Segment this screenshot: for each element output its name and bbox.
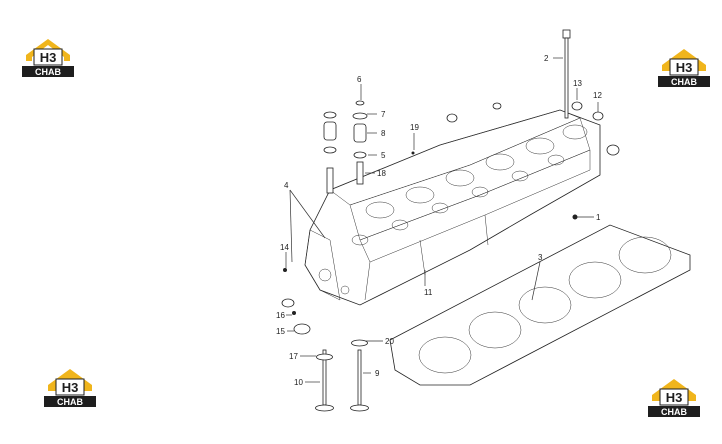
- brand-logo-top-right: H3 CHAB: [656, 45, 712, 89]
- callout-13: 13: [573, 79, 582, 88]
- callout-6: 6: [357, 75, 362, 84]
- svg-text:H3: H3: [666, 390, 683, 405]
- callout-4: 4: [284, 181, 289, 190]
- valve-train-stack: [323, 100, 368, 194]
- head-gasket: [389, 224, 691, 386]
- logo-icon: H3 CHAB: [648, 379, 700, 417]
- callout-20: 20: [385, 337, 394, 346]
- svg-text:CHAB: CHAB: [57, 397, 83, 407]
- brand-logo-bottom-right: H3 CHAB: [646, 375, 702, 419]
- callout-15: 15: [276, 327, 285, 336]
- callout-7: 7: [381, 110, 386, 119]
- callout-2: 2: [544, 54, 549, 63]
- callout-3: 3: [538, 253, 543, 262]
- svg-text:CHAB: CHAB: [671, 77, 697, 87]
- logo-icon: H3 CHAB: [22, 39, 74, 77]
- cylinder-head: [304, 109, 601, 306]
- callout-8: 8: [381, 129, 386, 138]
- svg-text:H3: H3: [676, 60, 693, 75]
- callout-16: 16: [276, 311, 285, 320]
- callout-14: 14: [280, 243, 289, 252]
- seals: [281, 101, 620, 335]
- svg-text:H3: H3: [62, 380, 79, 395]
- callout-18: 18: [377, 169, 386, 178]
- leader-lines: [285, 57, 599, 383]
- callout-17: 17: [289, 352, 298, 361]
- svg-text:H3: H3: [40, 50, 57, 65]
- brand-logo-top-left: H3 CHAB: [20, 35, 76, 79]
- valves: [315, 339, 369, 412]
- callout-19: 19: [410, 123, 419, 132]
- callout-5: 5: [381, 151, 386, 160]
- callout-1: 1: [596, 213, 601, 222]
- head-bolt: [562, 29, 571, 119]
- brand-logo-bottom-left: H3 CHAB: [42, 365, 98, 409]
- callout-12: 12: [593, 91, 602, 100]
- logo-icon: H3 CHAB: [44, 369, 96, 407]
- callout-9: 9: [375, 369, 380, 378]
- svg-text:CHAB: CHAB: [661, 407, 687, 417]
- logo-icon: H3 CHAB: [658, 49, 710, 87]
- callout-10: 10: [294, 378, 303, 387]
- callout-labels: 1 2 3 4 5 6 7 8 9 10 11 12 13 14 15 16 1…: [276, 54, 602, 387]
- callout-11: 11: [424, 288, 433, 297]
- svg-text:CHAB: CHAB: [35, 67, 61, 77]
